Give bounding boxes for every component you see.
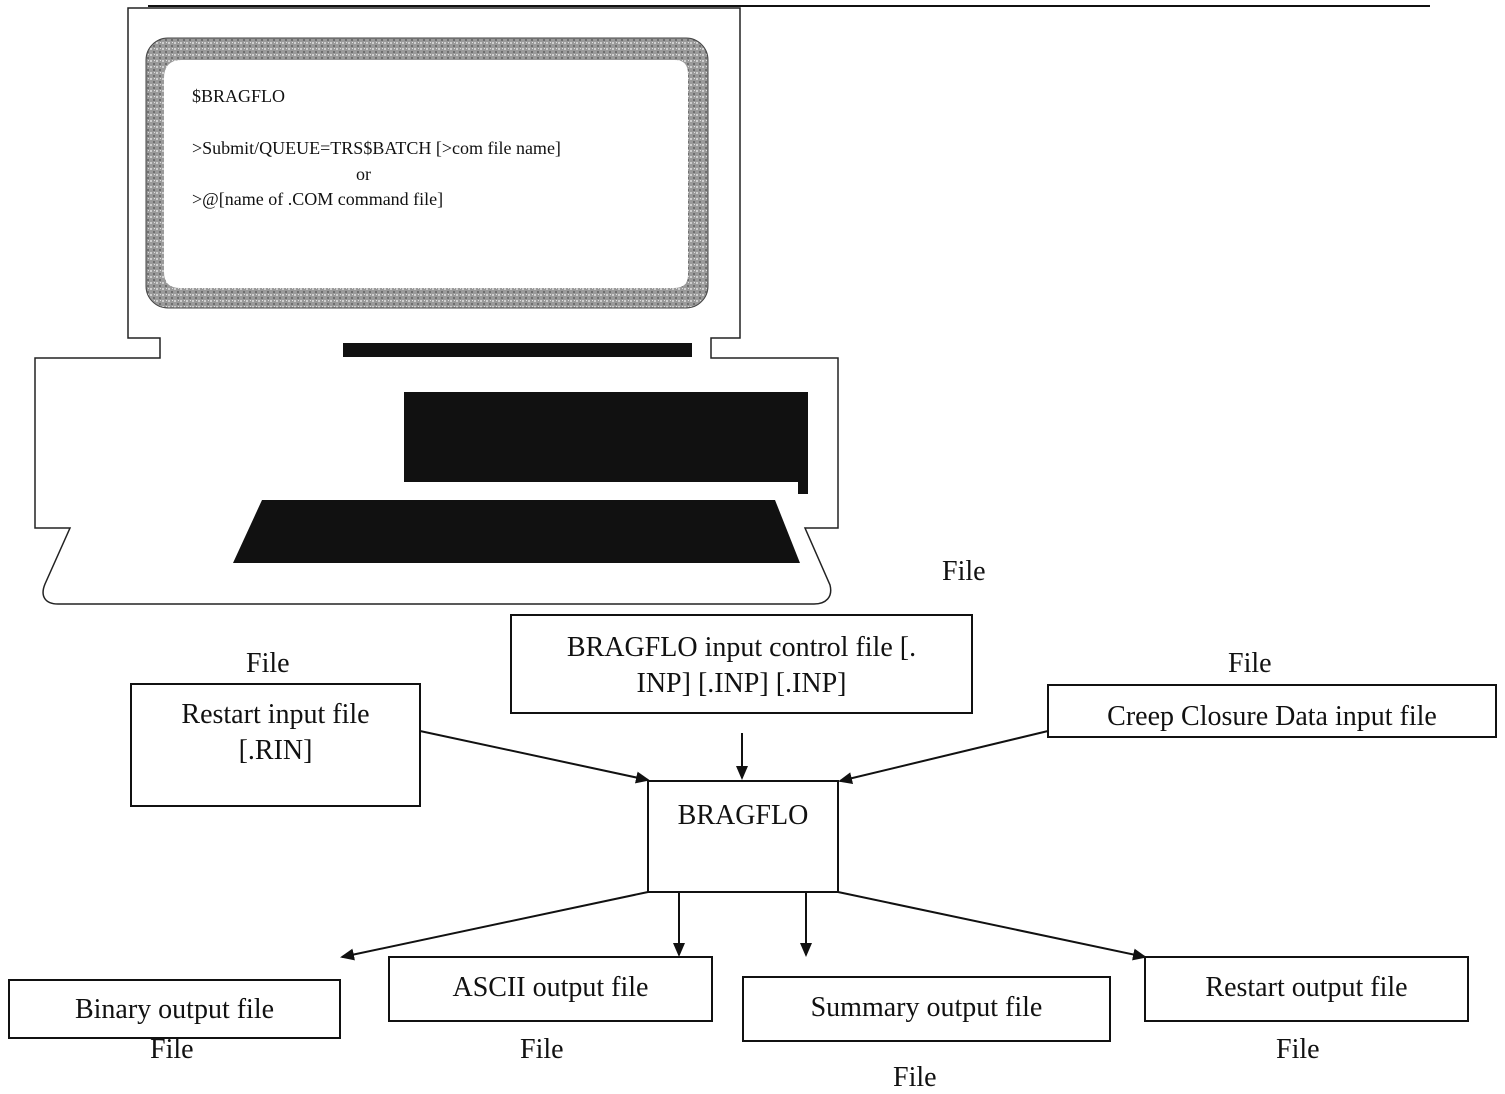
top-file-label: File xyxy=(942,556,986,587)
ascii-output-file-label: File xyxy=(520,1034,564,1065)
input-control-file-extensions: INP] [.INP] [.INP] xyxy=(636,668,847,699)
creep-closure-file-label: File xyxy=(1228,648,1272,679)
arrow-creep-closure-to-bragflo xyxy=(838,730,1049,785)
creep-closure-file-text: Creep Closure Data input file xyxy=(1107,701,1437,732)
screen-display xyxy=(164,60,688,288)
restart-input-file-text: Restart input file xyxy=(181,699,370,730)
terminal-or: or xyxy=(356,164,371,184)
binary-output-file-text: Binary output file xyxy=(74,994,275,1025)
arrow-restart-input-to-bragflo xyxy=(419,730,650,784)
arrow-bragflo-to-binary-output xyxy=(340,891,649,961)
restart-output-file-label: File xyxy=(1276,1034,1320,1065)
monitor-slot xyxy=(343,343,692,357)
restart-output-file-box: Restart output file xyxy=(1144,956,1469,1022)
bragflo-process-box: BRAGFLO xyxy=(647,780,839,893)
summary-output-file-label: File xyxy=(893,1062,937,1093)
arrow-bragflo-to-restart-output xyxy=(837,891,1147,961)
computer-illustration xyxy=(34,7,839,605)
terminal-com-command: >@[name of .COM command file] xyxy=(192,189,444,209)
summary-output-file-text: Summary output file xyxy=(810,992,1043,1023)
input-control-file-box: BRAGFLO input control file [. INP] [.INP… xyxy=(510,614,973,714)
terminal-prompt: $BRAGFLO xyxy=(192,86,286,106)
terminal-submit-command: >Submit/QUEUE=TRS$BATCH [>com file name] xyxy=(192,138,561,158)
summary-output-file-box: Summary output file xyxy=(742,976,1111,1042)
ascii-output-file-text: ASCII output file xyxy=(452,972,649,1003)
restart-input-file-label: File xyxy=(246,648,290,679)
ascii-output-file-box: ASCII output file xyxy=(388,956,713,1022)
restart-input-file-box: Restart input file [.RIN] xyxy=(130,683,421,807)
restart-output-file-text: Restart output file xyxy=(1205,972,1408,1003)
drive-block xyxy=(404,392,808,494)
binary-output-file-box: Binary output file xyxy=(8,979,341,1039)
bragflo-process-text: BRAGFLO xyxy=(677,800,809,831)
input-control-file-text: BRAGFLO input control file [. xyxy=(566,632,917,663)
restart-input-file-extension: [.RIN] xyxy=(238,735,313,766)
keyboard xyxy=(233,500,800,563)
creep-closure-file-box: Creep Closure Data input file xyxy=(1047,684,1497,738)
binary-output-file-label: File xyxy=(150,1034,194,1065)
